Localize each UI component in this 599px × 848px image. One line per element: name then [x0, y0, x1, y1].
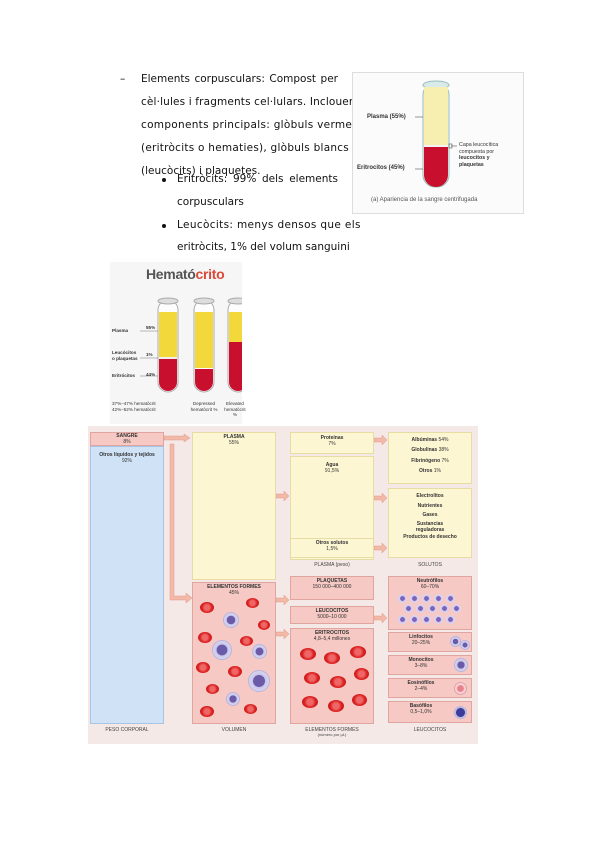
monocitos-box [388, 655, 472, 675]
proteinas-label: Proteínas 7% [320, 435, 344, 448]
otros-liquidos-label: Otros líquidos y tejidos 92% [99, 452, 155, 465]
elementos-formes-label: ELEMENTOS FORMES 45% [207, 584, 261, 597]
hemato-44: 44% [146, 372, 156, 377]
blood-composition-diagram: SANGRE 8% Otros líquidos y tejidos 92% P… [88, 426, 478, 744]
footer-leucocitos: LEUCOCITOS [413, 727, 447, 733]
figure-caption: (a) Apariencia de la sangre centrifugada [371, 197, 478, 203]
eosinofilos-label: Eosinófilos 2–4% [407, 680, 435, 693]
solutos-label: Electrolitos Nutrientes Gases Sustancias… [403, 493, 457, 540]
centrifuge-figure: Plasma (55%) Eritrocitos (45%) Capa leuc… [352, 72, 524, 214]
eosinofilo-cell [454, 682, 467, 695]
proteinas-detail-label: Albúminas 54% Globulinas 38% Fibrinógeno… [411, 437, 449, 474]
agua-label: Agua 91,5% [324, 462, 340, 475]
plasma-label: Plasma (55%) [367, 114, 406, 120]
plasma-label: PLASMA 55% [223, 434, 245, 447]
centrifuge-tube-illustration [415, 80, 457, 188]
basofilo-cell [454, 706, 467, 719]
leucocitos-box [290, 606, 374, 624]
hemato-eritro-label: Eritrócitos [112, 373, 135, 378]
monocitos-label: Monocitos 3–8% [408, 657, 434, 670]
otros-solutos-box [290, 538, 374, 558]
capa-leucocitica-label: Capa leucocítica compuesta por leucocito… [459, 142, 499, 168]
leucocitos-label: LEUCOCITOS 5000–10 000 [315, 608, 349, 621]
plasma-box [192, 432, 276, 580]
footer-volumen: VOLUMEN [221, 727, 247, 733]
plaquetas-label: PLAQUETAS 150 000–400 000 [312, 578, 352, 591]
bullet-2-line-1: Leucòcits: menys densos que els [177, 219, 361, 231]
hematocrit-tubes [140, 297, 242, 393]
eritrocitos-label: ERITROCITOS 4,8–5,4 millones [313, 630, 351, 643]
text-line-4: (eritròcits o hematies), glòbuls blancs [141, 142, 350, 154]
dash-marker: – [120, 73, 126, 85]
hemato-legend: 37%–47% hematòcrit 42%–52% hematòcrit [112, 401, 156, 412]
linfocito-cell [460, 640, 470, 650]
basofilos-label: Basófilos 0,5–1,0% [409, 703, 433, 716]
text-line-2: cèl·lules i fragments cel·lulars. Inclou… [141, 96, 380, 108]
hemato-plasma-label: Plasma [112, 328, 129, 333]
basofilos-box [388, 701, 472, 723]
plaquetas-box [290, 576, 374, 600]
hematocrit-title: Hematócrito [146, 266, 225, 282]
otros-liquidos-box [90, 446, 164, 724]
bullet-dot [162, 224, 166, 228]
sangre-box [90, 432, 164, 446]
footer-peso: PESO CORPORAL [105, 727, 149, 733]
neutrofilos-label: Neutrófilos 60–70% [416, 578, 444, 591]
bullet-1-line-1: Eritròcits: 99% dels elements [177, 173, 338, 185]
eritrocitos-label: Eritrocitos (45%) [357, 165, 405, 171]
flow-arrows [163, 433, 388, 640]
linfocitos-label: Linfocitos 20–25% [409, 634, 433, 647]
text-line-5: (leucòcits) i plaquetes. [141, 165, 261, 177]
hemato-depressed: Depressed hematòcrit % [190, 401, 218, 412]
hematocrit-figure: Hematócrito Plasma Leucócitos o plaqueta… [110, 262, 246, 424]
solutos-box [388, 488, 472, 558]
text-line-1: Elements corpusculars: Compost per [141, 73, 338, 85]
sangre-label: SANGRE 8% [116, 433, 138, 446]
hemato-leuco-label: Leucócitos o plaquetas [112, 350, 138, 361]
footer-plasma: PLASMA (peso) [314, 562, 350, 568]
proteinas-box [290, 432, 374, 454]
otros-solutos-label: Otros solutos 1,5% [315, 540, 349, 553]
footer-elementos: ELEMENTOS FORMES (número por µL) [305, 727, 359, 737]
monocito-cell [454, 658, 468, 672]
text-line-3: components principals: glòbuls vermells [141, 119, 365, 131]
proteinas-detail-box [388, 432, 472, 484]
eosinofilos-box [388, 678, 472, 698]
bullet-1-line-2: corpusculars [177, 196, 244, 208]
hemato-elevated: Elevated hematòcrit % [224, 401, 246, 417]
bullet-2-line-2: eritròcits, 1% del volum sanguini [177, 241, 350, 253]
hemato-55: 55% [146, 325, 156, 330]
footer-solutos: SOLUTOS [418, 562, 442, 568]
hemato-1: 1% [146, 352, 153, 357]
bullet-dot [162, 178, 166, 182]
